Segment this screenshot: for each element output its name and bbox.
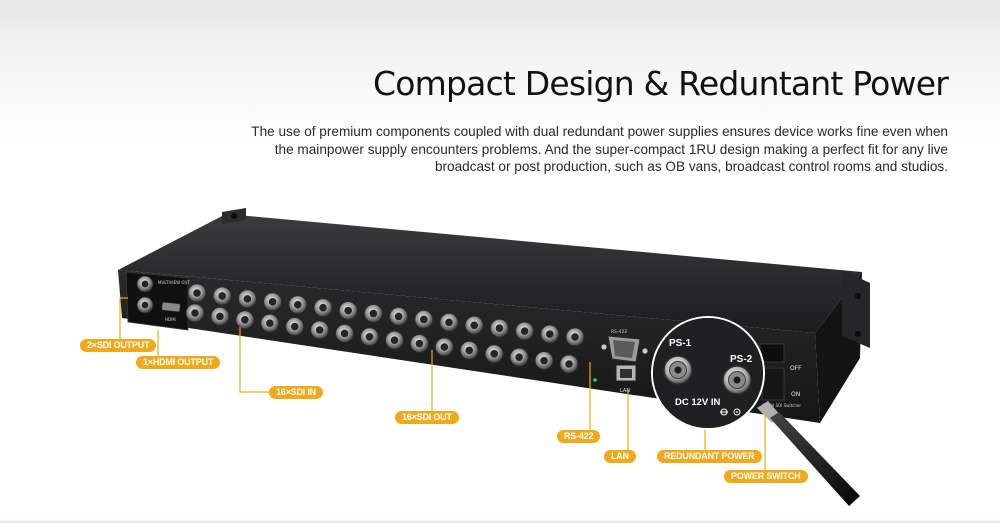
switch-off-label: OFF [790,365,802,372]
model-label: 16-CH SDI Switcher [762,403,801,408]
sdi-in-connector [389,307,409,326]
chassis-top [118,214,862,333]
bottom-divider [0,519,1000,523]
sdi-in-connector [414,309,434,329]
hdmi-port-label: HDMI [165,317,176,322]
callout-redundant-power: REDUNDANT POWER [657,450,762,463]
sdi-output-connector [136,275,154,293]
dc-input-label: DC 12V IN [675,397,721,408]
multiview-label: MULTIVIEW OUT [158,280,190,285]
sdi-out-connector [534,351,554,371]
sdi-in-connector [288,295,308,315]
sdi-out-connector [360,327,379,347]
sdi-in-connector [187,283,207,303]
callout-2x-sdi-output: 2×SDI OUTPUT [80,339,157,352]
sdi-out-connector [409,334,429,354]
sdi-in-connector [313,298,333,318]
sdi-in-connector [338,301,358,321]
callout-power-switch: POWER SWITCH [724,470,808,483]
sdi-out-connector [559,354,579,374]
sdi-output-connector [136,296,154,314]
bnc-connectors [136,275,585,374]
sdi-out-connector [260,313,280,333]
lan-port-label: LAN [620,388,630,394]
dc-polarity-icon [720,408,741,416]
sdi-in-connector [464,315,484,335]
power-inlet-magnifier: PS-1 PS-2 DC 12V IN [651,316,765,430]
sdi-out-connector [484,344,504,364]
sdi-out-connector [434,337,454,357]
sdi-out-connector [310,320,330,340]
product-description: The use of premium components coupled wi… [251,124,948,174]
status-led [593,378,597,382]
sdi-out-connector [459,340,479,360]
magnifier-handle [757,401,860,506]
callout-rs-422: RS-422 [557,430,601,443]
sdi-out-connector [185,303,205,323]
sdi-in-connector [489,318,509,338]
callout-lan: LAN [604,450,636,463]
header-gradient-background [0,0,1000,140]
sdi-out-connector [285,317,305,337]
sdi-out-connector [385,330,404,350]
callout-16x-sdi-out: 16×SDI OUT [395,411,459,424]
sdi-out-connector [509,347,529,367]
hdmi-port [161,301,181,313]
callout-16x-sdi-in: 16×SDI IN [269,386,323,399]
sdi-in-connector [565,327,585,347]
sdi-out-connector [210,306,230,326]
ps2-label: PS-2 [730,354,753,365]
page-title: Compact Design & Reduntant Power [373,64,949,103]
ps1-label: PS-1 [669,338,692,349]
callout-1x-hdmi-output: 1×HDMI OUTPUT [136,356,221,369]
sdi-in-connector [263,292,283,312]
sdi-in-connector [540,324,560,344]
sdi-in-connector [237,289,257,309]
sdi-in-connector [439,312,459,332]
sdi-in-connector [212,286,232,306]
rack-ear-right [842,270,870,348]
sdi-out-connector [335,323,355,343]
switch-on-label: ON [791,391,800,398]
sdi-in-connector [515,321,534,341]
sdi-in-connector [363,304,383,323]
rs422-port-label: RS-422 [611,329,627,335]
power-switch-area: OFF ON 16-CH SDI Switcher [759,343,802,408]
sdi-out-connector [235,310,255,330]
